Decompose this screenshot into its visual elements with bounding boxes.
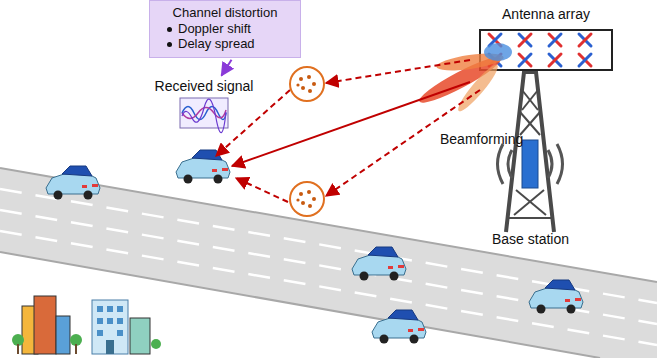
node-title: Received signal xyxy=(153,78,256,94)
bullet-item: Delay spread xyxy=(164,36,294,51)
node-title: Channel distortion xyxy=(156,5,294,20)
distortion-arrow xyxy=(221,60,231,76)
bullet-dot xyxy=(167,27,172,32)
distortion-box: Channel distortionDoppler shiftDelay spr… xyxy=(149,0,301,58)
buildings xyxy=(12,296,161,354)
base-station-label: Base station xyxy=(492,231,569,247)
beam-lobes xyxy=(416,43,512,115)
road xyxy=(0,168,657,358)
beamforming-label: Beamforming xyxy=(440,131,523,147)
scatterers xyxy=(290,67,324,216)
base-station-tower xyxy=(498,72,563,232)
node-title: Antenna array xyxy=(480,6,612,22)
bullet-item: Doppler shift xyxy=(164,21,294,36)
received-signal-waveform xyxy=(180,98,228,133)
antenna-array xyxy=(480,30,612,70)
bullet-dot xyxy=(167,42,172,47)
received-signal-box: Received signal xyxy=(151,78,258,128)
antenna-array-box: Antenna array xyxy=(478,6,614,70)
